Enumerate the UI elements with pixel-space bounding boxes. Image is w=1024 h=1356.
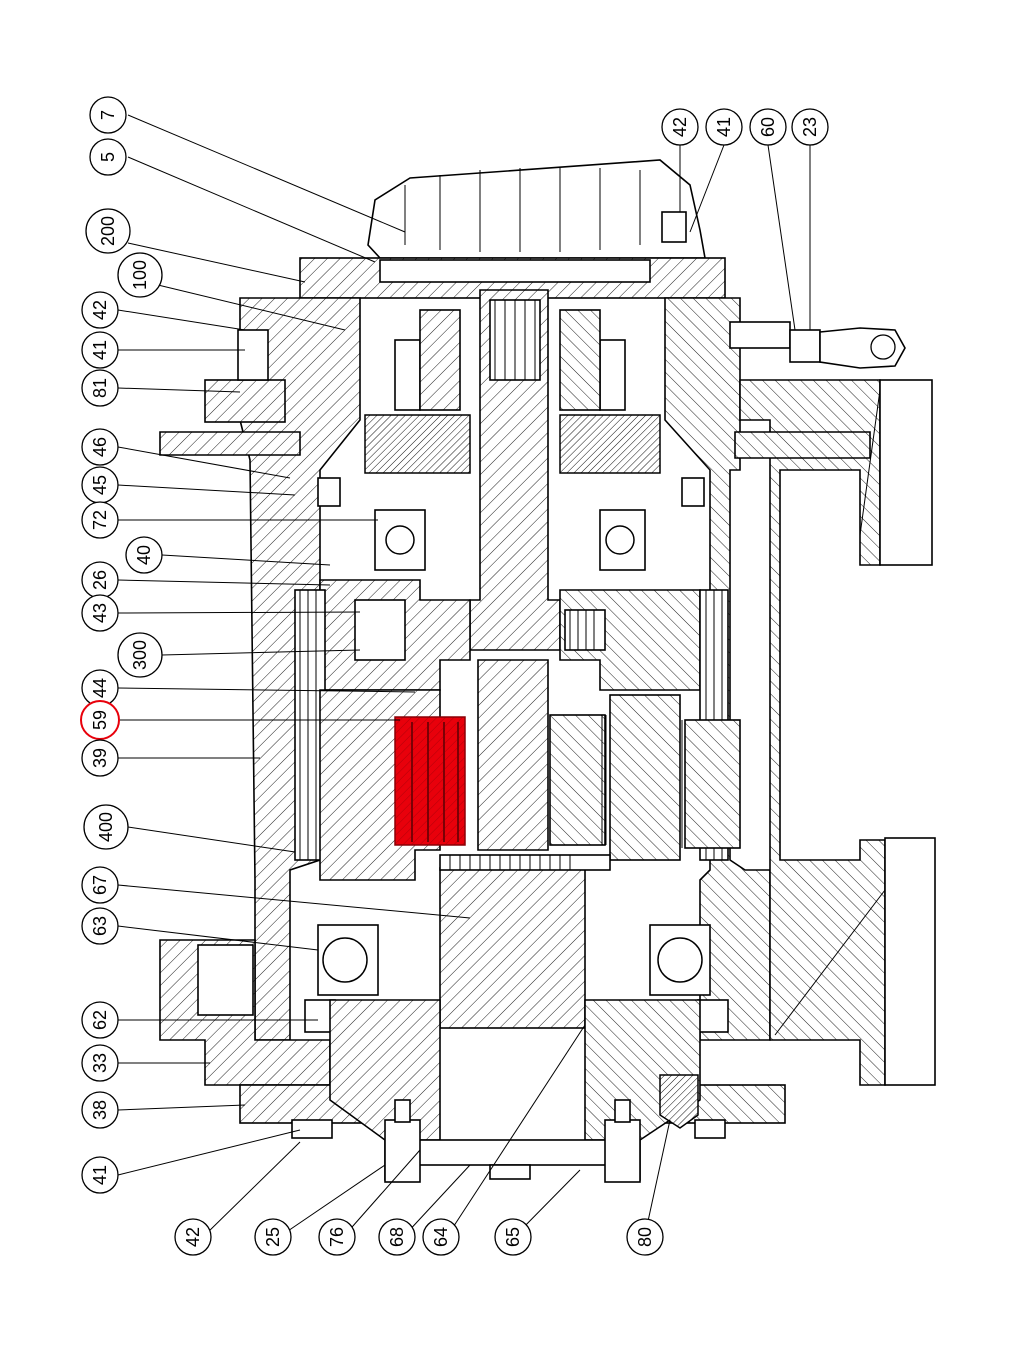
output-shaft-67 bbox=[439, 867, 586, 1029]
svg-text:400: 400 bbox=[96, 812, 116, 842]
svg-text:64: 64 bbox=[431, 1227, 451, 1247]
balloon-59: 59 bbox=[80, 700, 120, 740]
svg-text:62: 62 bbox=[90, 1010, 110, 1030]
leader-lines bbox=[117, 114, 886, 1236]
output-flange-68 bbox=[404, 1139, 616, 1166]
svg-text:38: 38 bbox=[90, 1100, 110, 1120]
balloon-38: 38 bbox=[81, 1091, 119, 1129]
drawing-body bbox=[159, 159, 936, 1183]
balloon-41-top: 41 bbox=[705, 108, 743, 146]
motor-housing bbox=[367, 159, 706, 259]
balloons-bottom: 42 25 76 68 64 65 80 bbox=[174, 1218, 664, 1256]
balloon-62: 62 bbox=[81, 1001, 119, 1039]
svg-text:5: 5 bbox=[98, 152, 118, 162]
brake-pack-left bbox=[364, 414, 471, 474]
sun-shaft bbox=[477, 659, 549, 851]
svg-text:42: 42 bbox=[183, 1227, 203, 1247]
svg-text:60: 60 bbox=[758, 117, 778, 137]
balloon-76: 76 bbox=[318, 1218, 356, 1256]
balloon-39: 39 bbox=[81, 739, 119, 777]
svg-text:300: 300 bbox=[130, 640, 150, 670]
svg-text:42: 42 bbox=[670, 117, 690, 137]
balloon-65: 65 bbox=[494, 1218, 532, 1256]
balloon-5: 5 bbox=[89, 138, 127, 176]
svg-text:100: 100 bbox=[130, 260, 150, 290]
bolt-top-right bbox=[661, 211, 687, 243]
svg-text:76: 76 bbox=[327, 1227, 347, 1247]
balloon-67: 67 bbox=[81, 866, 119, 904]
svg-text:23: 23 bbox=[800, 117, 820, 137]
fitting-60 bbox=[729, 321, 791, 349]
svg-text:65: 65 bbox=[503, 1227, 523, 1247]
svg-text:41: 41 bbox=[90, 1165, 110, 1185]
balloon-46: 46 bbox=[81, 428, 119, 466]
svg-text:63: 63 bbox=[90, 916, 110, 936]
balloon-42-left: 42 bbox=[81, 291, 119, 329]
balloon-43: 43 bbox=[81, 594, 119, 632]
svg-text:46: 46 bbox=[90, 437, 110, 457]
balloon-41-left-top: 41 bbox=[81, 331, 119, 369]
svg-text:26: 26 bbox=[90, 570, 110, 590]
plug-80 bbox=[659, 1074, 699, 1129]
balloon-68: 68 bbox=[378, 1218, 416, 1256]
svg-text:40: 40 bbox=[134, 545, 154, 565]
balloon-26: 26 bbox=[81, 561, 119, 599]
svg-text:72: 72 bbox=[90, 510, 110, 530]
balloon-25: 25 bbox=[254, 1218, 292, 1256]
svg-text:25: 25 bbox=[263, 1227, 283, 1247]
balloon-40: 40 bbox=[125, 536, 163, 574]
svg-text:80: 80 bbox=[635, 1227, 655, 1247]
balloon-81: 81 bbox=[81, 369, 119, 407]
svg-text:43: 43 bbox=[90, 603, 110, 623]
balloon-80: 80 bbox=[626, 1218, 664, 1256]
svg-text:68: 68 bbox=[387, 1227, 407, 1247]
svg-text:39: 39 bbox=[90, 748, 110, 768]
balloon-63: 63 bbox=[81, 907, 119, 945]
svg-text:41: 41 bbox=[714, 117, 734, 137]
balloon-42-bottom: 42 bbox=[174, 1218, 212, 1256]
svg-text:200: 200 bbox=[98, 216, 118, 246]
balloon-33: 33 bbox=[81, 1044, 119, 1082]
svg-text:59: 59 bbox=[90, 710, 110, 730]
svg-text:45: 45 bbox=[90, 475, 110, 495]
balloon-42-top: 42 bbox=[661, 108, 699, 146]
balloons-top: 42 41 60 23 bbox=[661, 108, 829, 146]
svg-text:44: 44 bbox=[90, 678, 110, 698]
balloon-400: 400 bbox=[83, 804, 129, 850]
balloon-100: 100 bbox=[117, 252, 163, 298]
bolt-41-bottom-left bbox=[291, 1119, 333, 1139]
svg-text:42: 42 bbox=[90, 300, 110, 320]
balloon-72: 72 bbox=[81, 501, 119, 539]
right-bracket bbox=[739, 379, 886, 1086]
bolt-81 bbox=[237, 329, 269, 381]
balloon-60: 60 bbox=[749, 108, 787, 146]
balloon-200: 200 bbox=[85, 208, 131, 254]
balloon-23: 23 bbox=[791, 108, 829, 146]
balloon-7: 7 bbox=[89, 96, 127, 134]
svg-text:33: 33 bbox=[90, 1053, 110, 1073]
balloon-41-left-bottom: 41 bbox=[81, 1156, 119, 1194]
highlighted-part-59 bbox=[394, 716, 466, 846]
balloon-300: 300 bbox=[117, 632, 163, 678]
brake-pack-right bbox=[559, 414, 661, 474]
svg-text:7: 7 bbox=[98, 110, 118, 120]
balloon-45: 45 bbox=[81, 466, 119, 504]
flange-81 bbox=[204, 379, 286, 423]
svg-text:81: 81 bbox=[90, 378, 110, 398]
balloon-64: 64 bbox=[422, 1218, 460, 1256]
svg-text:67: 67 bbox=[90, 875, 110, 895]
balloons-left: 7 5 200 100 42 41 81 46 45 72 40 26 43 3… bbox=[80, 96, 163, 1194]
svg-text:41: 41 bbox=[90, 340, 110, 360]
